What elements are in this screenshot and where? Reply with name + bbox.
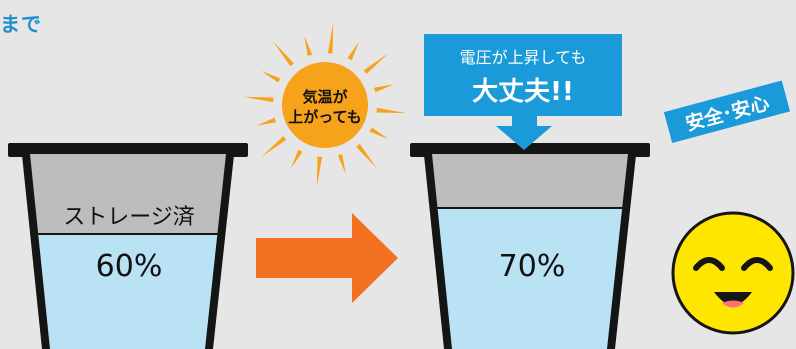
cup-right-percent: 70%	[499, 249, 566, 284]
transition-arrow	[256, 213, 398, 303]
sun-ray	[369, 127, 389, 140]
cup-right-water	[432, 208, 628, 349]
sun-ray	[347, 41, 360, 61]
cup-left-label: ストレージ済	[63, 205, 195, 230]
sun-ray	[256, 117, 276, 126]
sun-ray	[304, 36, 313, 56]
callout-down-arrow	[496, 116, 552, 150]
sun-ray	[243, 96, 274, 103]
sun-ray	[261, 136, 287, 157]
callout-box	[424, 34, 622, 116]
sun-text-line1: 気温が	[302, 88, 348, 106]
sun-ray	[376, 107, 407, 114]
cup-right-air	[432, 154, 628, 208]
sun-ray	[327, 23, 334, 54]
sun-rays	[243, 23, 407, 187]
cup-left-water	[30, 234, 226, 349]
safety-badge-box	[663, 80, 791, 143]
callout-line2: 大丈夫!!	[472, 77, 574, 107]
sun-ray	[337, 154, 346, 174]
smiley-face	[671, 211, 795, 335]
safety-badge: 安全･安心	[663, 80, 791, 143]
sun-icon: 気温が 上がっても	[243, 23, 407, 187]
section-heading: まで	[0, 12, 42, 36]
callout-line1: 電圧が上昇しても	[460, 48, 587, 67]
smiley-right-eye	[741, 257, 773, 271]
smiley-mouth	[714, 292, 752, 305]
cup-left: ストレージ済 60%	[8, 143, 248, 349]
sun-ray	[273, 41, 294, 67]
cup-left-rim	[8, 143, 248, 157]
smiley-tongue	[722, 300, 744, 308]
sun-ray	[316, 156, 323, 187]
cup-left-air	[30, 154, 226, 234]
cup-right-rim	[410, 143, 650, 157]
sun-text-line2: 上がっても	[288, 108, 362, 126]
smiley-face-icon	[671, 211, 795, 335]
sun-ray	[261, 70, 281, 83]
sun-ray	[290, 149, 303, 169]
smiley-left-eye	[693, 257, 725, 271]
cup-left-percent: 60%	[96, 249, 163, 284]
sun-disc	[282, 62, 368, 148]
sun-ray	[356, 143, 377, 169]
callout: 電圧が上昇しても 大丈夫!!	[424, 34, 622, 150]
cup-right: 70%	[410, 143, 650, 349]
sun-ray	[363, 53, 389, 74]
sun-ray	[374, 84, 394, 93]
